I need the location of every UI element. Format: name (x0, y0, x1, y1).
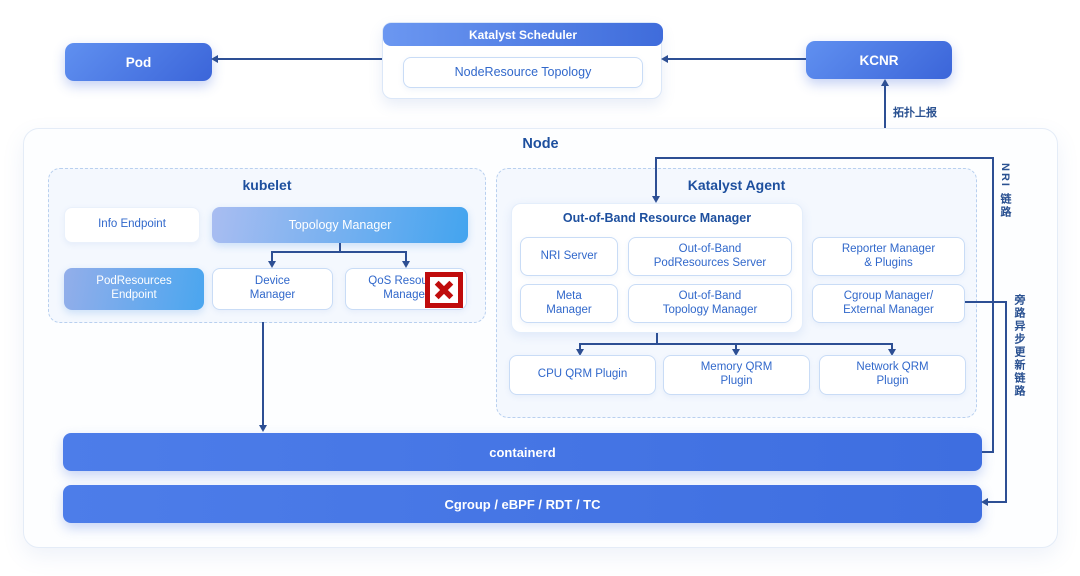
nri-link-top-segment (656, 157, 994, 159)
pod-box: Pod (65, 43, 212, 81)
oob-podresources-server-box: Out-of-Band PodResources Server (628, 237, 792, 276)
bypass-link-label: 旁路异步更新链路 (1013, 294, 1025, 398)
podresources-endpoint-label: PodResources Endpoint (96, 275, 172, 301)
reporter-manager-label: Reporter Manager & Plugins (841, 242, 936, 269)
cgroup-ebpf-rdt-tc-bar: Cgroup / eBPF / RDT / TC (63, 485, 982, 523)
connector-to-network-qrm (891, 343, 893, 351)
katalyst-scheduler-title: Katalyst Scheduler (468, 27, 578, 42)
arrowhead-cgroup-bar-icon (981, 497, 988, 506)
pod-label: Pod (125, 54, 152, 70)
arrowhead-qos-manager-icon (401, 261, 410, 268)
nri-link-vertical-segment (992, 157, 994, 453)
connector-to-qos-manager (405, 251, 407, 262)
containerd-label: containerd (489, 444, 556, 460)
arrowhead-memory-qrm-icon (731, 349, 740, 356)
reporter-manager-box: Reporter Manager & Plugins (812, 237, 965, 276)
cgroup-manager-box: Cgroup Manager/ External Manager (812, 284, 965, 323)
memory-qrm-plugin-box: Memory QRM Plugin (663, 355, 810, 395)
meta-manager-box: Meta Manager (520, 284, 618, 323)
nri-link-drop-segment (655, 157, 657, 197)
rejected-x-icon (425, 272, 463, 308)
connector-to-device-manager (271, 251, 273, 262)
arrow-kubelet-to-containerd (262, 322, 264, 426)
topology-manager-label: Topology Manager (288, 217, 392, 232)
arrowhead-to-kcnr-icon (880, 79, 889, 86)
connector-to-cpu-qrm (579, 343, 581, 351)
arrowhead-containerd-icon (258, 425, 267, 432)
info-endpoint-label: Info Endpoint (98, 218, 166, 231)
cpu-qrm-plugin-box: CPU QRM Plugin (509, 355, 656, 395)
bypass-link-bottom-segment (988, 501, 1007, 503)
bypass-link-top-segment (965, 301, 1007, 303)
cpu-qrm-plugin-label: CPU QRM Plugin (537, 368, 628, 381)
containerd-bar: containerd (63, 433, 982, 471)
node-container (23, 128, 1058, 548)
device-manager-box: Device Manager (212, 268, 333, 310)
nri-server-label: NRI Server (540, 249, 598, 262)
noderesource-topology-box: NodeResource Topology (403, 57, 643, 88)
arrow-kcnr-to-scheduler (668, 58, 806, 60)
oob-resource-manager-title: Out-of-Band Resource Manager (562, 211, 752, 225)
arrowhead-cpu-qrm-icon (575, 349, 584, 356)
kubelet-title: kubelet (242, 177, 292, 193)
oob-podresources-server-label: Out-of-Band PodResources Server (653, 242, 767, 269)
nri-server-box: NRI Server (520, 237, 618, 276)
network-qrm-plugin-box: Network QRM Plugin (819, 355, 966, 395)
kcnr-box: KCNR (806, 41, 952, 79)
connector-topology-split (271, 251, 407, 253)
node-title: Node (522, 136, 559, 152)
x-glyph (434, 280, 454, 300)
nri-link-label: NRI 链路 (999, 163, 1011, 219)
arrowhead-oorm-icon (651, 196, 660, 203)
arrowhead-to-scheduler-icon (661, 54, 668, 63)
meta-manager-label: Meta Manager (546, 289, 592, 316)
info-endpoint-box: Info Endpoint (64, 207, 200, 243)
topology-report-label: 拓扑上报 (893, 107, 937, 119)
cgroup-ebpf-rdt-tc-label: Cgroup / eBPF / RDT / TC (444, 496, 601, 512)
arrowhead-to-pod-icon (211, 54, 218, 63)
katalyst-scheduler-header: Katalyst Scheduler (383, 23, 663, 46)
bypass-link-vertical-segment (1005, 301, 1007, 502)
noderesource-topology-label: NodeResource Topology (454, 65, 592, 79)
nri-link-bottom-segment (982, 451, 994, 453)
katalyst-agent-title: Katalyst Agent (687, 177, 786, 193)
oob-topology-manager-label: Out-of-Band Topology Manager (662, 289, 758, 316)
connector-to-memory-qrm (735, 343, 737, 351)
oob-topology-manager-box: Out-of-Band Topology Manager (628, 284, 792, 323)
katalyst-scheduler-box: Katalyst Scheduler NodeResource Topology (382, 22, 663, 99)
topology-manager-box: Topology Manager (212, 207, 468, 243)
podresources-endpoint-box: PodResources Endpoint (64, 268, 204, 310)
memory-qrm-plugin-label: Memory QRM Plugin (700, 361, 773, 387)
network-qrm-plugin-label: Network QRM Plugin (856, 361, 929, 387)
arrowhead-network-qrm-icon (887, 349, 896, 356)
connector-oorm-stub (656, 333, 658, 344)
cgroup-manager-label: Cgroup Manager/ External Manager (843, 289, 934, 316)
connector-topology-split-stub (339, 243, 341, 252)
arrowhead-device-manager-icon (267, 261, 276, 268)
arrow-scheduler-to-pod (218, 58, 382, 60)
kcnr-label: KCNR (859, 52, 899, 68)
device-manager-label: Device Manager (249, 275, 296, 301)
